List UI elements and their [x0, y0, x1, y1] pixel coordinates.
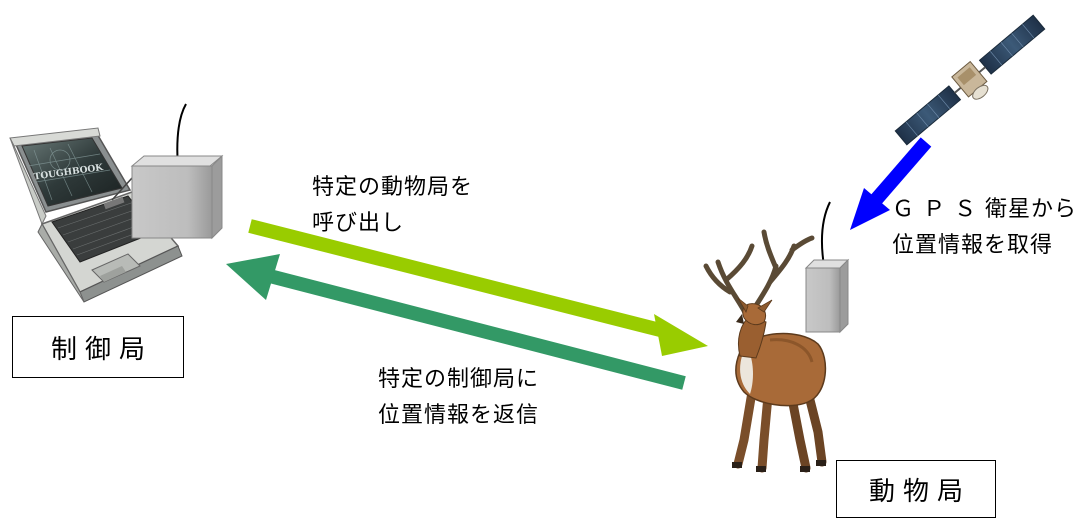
animal-station-box: 動物局	[836, 460, 996, 518]
reply-arrow	[226, 254, 686, 390]
animal-station-label: 動物局	[868, 476, 971, 507]
reply-label: 特定の制御局に 位置情報を返信	[378, 362, 539, 434]
reply-label-line-2: 位置情報を返信	[378, 403, 540, 428]
radio-unit-icon	[130, 154, 224, 240]
antenna-icon	[821, 201, 831, 267]
gps-arrow	[850, 137, 932, 230]
gps-label-line-2: 位置情報を取得	[892, 233, 1054, 258]
call-label-line-1: 特定の動物局を	[312, 175, 474, 200]
call-label: 特定の動物局を 呼び出し	[312, 170, 473, 242]
deer-icon	[703, 229, 827, 473]
satellite-icon	[894, 14, 1046, 146]
reply-label-line-1: 特定の制御局に	[378, 367, 540, 392]
call-label-line-2: 呼び出し	[312, 211, 405, 236]
control-station-box: 制御局	[12, 316, 184, 378]
call-arrow	[248, 219, 708, 356]
control-station-label: 制御局	[50, 334, 153, 365]
gps-label-line-1: Ｇ Ｐ Ｓ 衛星から	[892, 197, 1077, 222]
gps-label: Ｇ Ｐ Ｓ 衛星から 位置情報を取得	[892, 192, 1077, 264]
radio-unit-icon	[804, 258, 850, 334]
